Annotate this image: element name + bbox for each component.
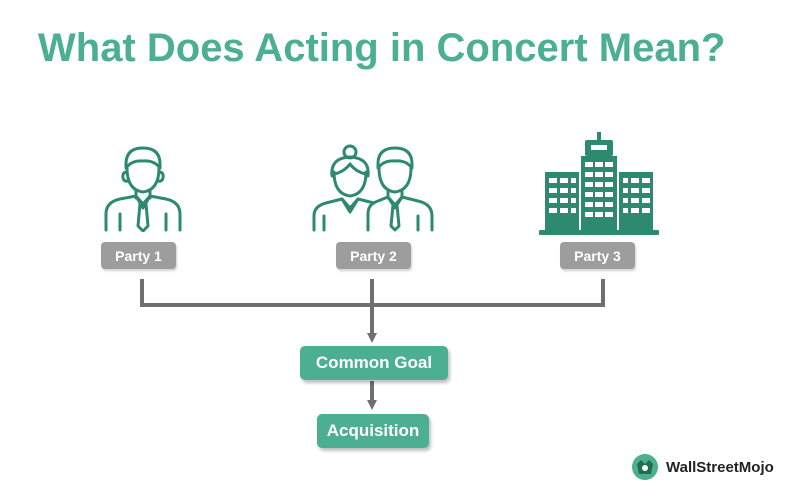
brand-logo-icon — [632, 454, 658, 480]
party-2-label: Party 2 — [336, 242, 411, 269]
acquisition-box: Acquisition — [317, 414, 429, 448]
couple-icon — [312, 144, 434, 232]
businessman-icon — [104, 146, 182, 232]
party-1-label: Party 1 — [101, 242, 176, 269]
brand-logo: WallStreetMojo — [630, 452, 774, 482]
party-3-label: Party 3 — [560, 242, 635, 269]
office-building-icon — [539, 132, 659, 235]
page-title: What Does Acting in Concert Mean? — [38, 26, 726, 70]
common-goal-box: Common Goal — [300, 346, 448, 380]
brand-name: WallStreetMojo — [666, 458, 774, 476]
